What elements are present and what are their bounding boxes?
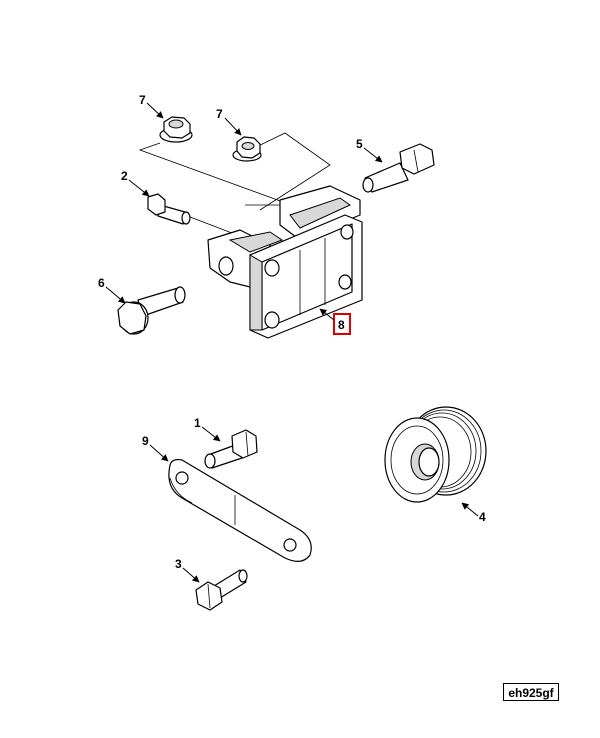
svg-text:3: 3 [175,557,182,571]
callout-5: 5 [356,137,383,163]
bolt-3 [195,569,248,611]
bolt-6 [117,286,186,335]
callout-8: 8 [319,308,351,335]
callout-4: 4 [461,502,486,524]
callout-8-highlight-box [333,313,351,335]
callout-2: 2 [121,169,150,197]
flange-nut-7-right [232,136,262,162]
bolt-5 [362,143,435,193]
callout-9: 9 [142,434,169,462]
flange-nut-7-left [159,116,193,143]
svg-text:2: 2 [121,169,128,183]
svg-text:7: 7 [216,107,223,121]
callout-7-left: 7 [139,93,164,119]
callout-7-right: 7 [216,107,242,136]
svg-text:5: 5 [356,137,363,151]
callout-1: 1 [194,416,221,442]
bolt-2 [147,193,191,225]
svg-text:7: 7 [139,93,146,107]
svg-text:6: 6 [98,276,105,290]
svg-text:4: 4 [479,510,486,524]
svg-text:1: 1 [194,416,201,430]
bracket-8 [207,185,363,339]
callout-6: 6 [98,276,126,304]
bolt-1 [204,429,258,469]
pulley-4 [384,406,487,503]
reference-code-label: eh925gf [503,683,559,701]
callout-3: 3 [175,557,200,583]
svg-text:8: 8 [338,318,345,332]
svg-text:9: 9 [142,434,149,448]
link-arm-9 [168,458,312,562]
